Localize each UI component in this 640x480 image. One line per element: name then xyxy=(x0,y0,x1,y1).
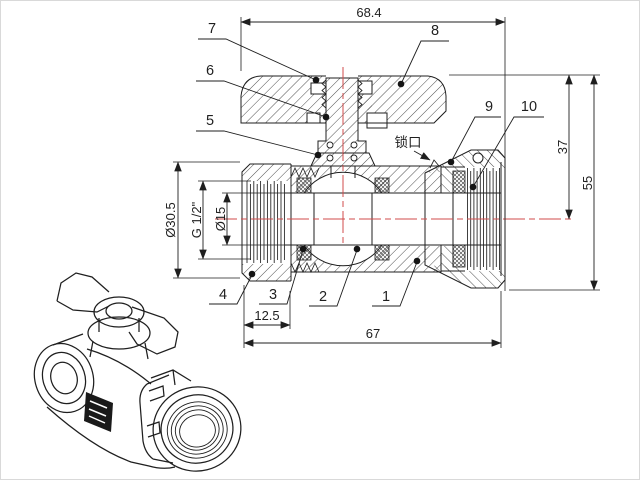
iso-stem-cap xyxy=(93,296,145,328)
body-edges xyxy=(291,165,441,273)
callout-2: 2 xyxy=(309,245,361,307)
joint-thread-bottom xyxy=(290,261,320,274)
dim-overall-width-label: 68.4 xyxy=(356,5,381,20)
stem-oring xyxy=(350,154,358,162)
svg-text:3: 3 xyxy=(269,287,277,303)
iso-stem-collar xyxy=(87,316,151,350)
lock-notch-shape xyxy=(429,159,440,169)
tailpiece-bottom-wall xyxy=(441,246,453,271)
svg-text:6: 6 xyxy=(206,63,214,79)
inlet-nut-top-wall xyxy=(242,164,291,181)
iso-nut-link xyxy=(150,369,192,386)
nut-vent-hole xyxy=(472,152,484,164)
joint-thread-top xyxy=(290,166,320,179)
dim-thread-spec-label: G 1/2" xyxy=(189,201,204,238)
svg-text:9: 9 xyxy=(485,99,493,115)
lock-notch-label: 锁口 xyxy=(395,135,422,150)
stem-oring xyxy=(350,141,358,149)
svg-text:7: 7 xyxy=(208,21,216,37)
dim-outer-diameter: Ø30.5 xyxy=(163,161,240,279)
tailpiece-top-wall xyxy=(441,167,453,192)
iso-body-bottom xyxy=(46,406,176,469)
svg-text:8: 8 xyxy=(431,23,439,39)
handle-right-wing xyxy=(358,76,446,123)
dim-overall-length: 67 xyxy=(243,285,502,348)
handle-step-right xyxy=(366,112,388,129)
callout-3: 3 xyxy=(259,245,307,305)
iso-handle-left-wing xyxy=(56,272,110,313)
dim-overall-length-label: 67 xyxy=(366,326,380,341)
ball-seat xyxy=(374,177,390,194)
stem-thread-right xyxy=(357,79,363,109)
dimensions: 68.4 67 12.5 Ø30.5 G 1/2" xyxy=(163,5,600,348)
nut-washer-bottom xyxy=(452,244,466,268)
dim-thread-length-label: 12.5 xyxy=(254,308,279,323)
svg-text:4: 4 xyxy=(219,287,227,303)
inlet-nut-bottom-wall xyxy=(242,264,291,281)
callout-5: 5 xyxy=(196,113,322,159)
isometric-view xyxy=(33,272,242,472)
nut-washer-top xyxy=(452,170,466,194)
dim-center-height: 37 xyxy=(449,74,600,220)
dim-bore-diameter-label: Ø15 xyxy=(213,207,228,232)
iso-handle-right-wing xyxy=(128,306,179,355)
dim-overall-height: 55 xyxy=(509,74,600,291)
iso-body-top xyxy=(52,333,152,385)
callout-10: 10 xyxy=(469,99,544,191)
iso-brand-label xyxy=(84,392,113,432)
stem xyxy=(318,78,366,153)
stem-oring xyxy=(326,154,334,162)
ball-seat xyxy=(374,244,390,261)
iso-stem-hole xyxy=(105,302,133,320)
dim-outer-diameter-label: Ø30.5 xyxy=(163,202,178,237)
handle-left-wing xyxy=(241,76,326,123)
svg-text:1: 1 xyxy=(382,289,390,305)
iso-neck xyxy=(89,340,149,360)
ball-arcs xyxy=(303,171,383,267)
iso-swivel-nut-face xyxy=(152,386,242,472)
dim-center-height-label: 37 xyxy=(555,140,570,154)
svg-text:10: 10 xyxy=(521,99,537,115)
ball-seat xyxy=(296,177,312,194)
iso-brand-label-text xyxy=(88,400,108,424)
callout-1: 1 xyxy=(372,257,421,307)
callouts: 7 6 5 8 9 10 4 xyxy=(196,21,544,307)
centerlines xyxy=(215,67,573,244)
lock-notch-annotation: 锁口 xyxy=(395,135,431,161)
callout-7: 7 xyxy=(198,21,320,84)
dim-overall-height-label: 55 xyxy=(580,176,595,190)
iso-nut-collar xyxy=(139,374,174,464)
callout-9: 9 xyxy=(447,99,501,166)
svg-text:2: 2 xyxy=(319,289,327,305)
section-view xyxy=(240,75,506,289)
handle-left-outline xyxy=(240,75,326,124)
stem-thread-left xyxy=(321,79,327,109)
dim-thread-length: 12.5 xyxy=(243,291,291,329)
dim-bore-diameter: Ø15 xyxy=(213,192,285,246)
dim-overall-width: 68.4 xyxy=(240,5,506,291)
handle-right-outline xyxy=(358,75,447,124)
main-drawing: 68.4 67 12.5 Ø30.5 G 1/2" xyxy=(33,5,600,472)
svg-text:5: 5 xyxy=(206,113,214,129)
inlet-nut-outline xyxy=(241,163,292,282)
stem-oring xyxy=(326,141,334,149)
callout-8: 8 xyxy=(397,23,449,88)
inlet-thread-lines xyxy=(246,181,285,263)
dim-thread-spec: G 1/2" xyxy=(189,180,251,260)
callout-6: 6 xyxy=(196,63,330,121)
callout-4: 4 xyxy=(209,270,256,305)
